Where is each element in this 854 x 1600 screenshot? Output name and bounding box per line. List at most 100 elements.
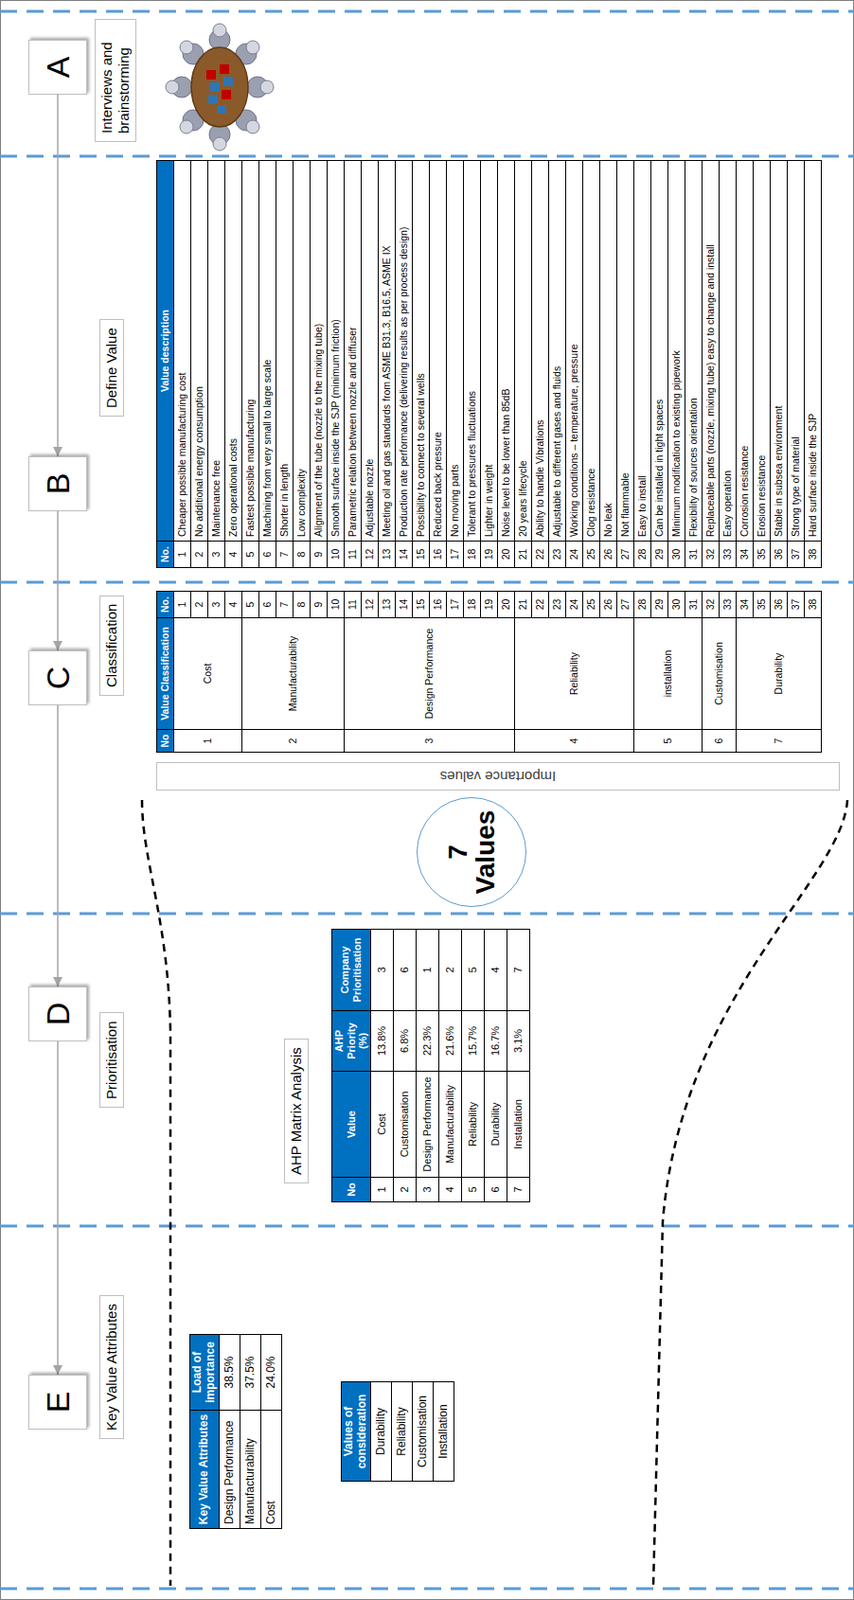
table-cell: 19: [480, 541, 499, 569]
table-cell: Meeting oil and gas standards from ASME …: [378, 160, 396, 542]
table-row: 26: [600, 591, 618, 753]
table-row: 19Lighter in weight: [480, 160, 499, 569]
method-label-box: AHP Matrix Analysis: [284, 1038, 309, 1184]
table-cell: 2: [191, 541, 209, 569]
table-cell: Possibility to connect to several wells: [412, 160, 430, 542]
table-cell: Customisation: [392, 1071, 416, 1178]
table-cell: 18: [463, 541, 481, 569]
table-cell: Noise level to be lower than 85dB: [498, 160, 516, 542]
table-row: 6: [259, 591, 277, 753]
table-cell: Flexibility of sources orientation: [685, 160, 703, 542]
data-table: Key Value AttributesLoad of importanceDe…: [189, 1334, 283, 1530]
table-cell: 1: [174, 541, 192, 569]
table-row: 11Parametric relation between nozzle and…: [344, 160, 362, 569]
table-row: 20: [498, 591, 516, 753]
table-cell: 10: [327, 541, 345, 569]
table-cell: 3: [344, 729, 516, 753]
table-row: Manufacturability37.5%: [239, 1334, 261, 1530]
table-row: 9: [310, 591, 328, 753]
stage-dividers: [0, 11, 854, 1589]
table-cell: 24: [566, 541, 584, 569]
table-cell: 7: [506, 1177, 530, 1203]
values-circle: 7 Values: [416, 797, 527, 908]
table-row: 38Hard surface inside the SJP: [804, 160, 822, 569]
stage-letter-box: D: [28, 986, 88, 1042]
table-cell: Cost: [370, 1071, 393, 1178]
table-cell: 3: [370, 929, 393, 1012]
table-row: 3Design Performance22.3%1: [415, 929, 439, 1203]
table-row: 7Shorter in length: [276, 160, 294, 569]
table-cell: 32: [702, 591, 720, 619]
table-cell: 17: [446, 591, 464, 619]
table-row: 29Can be installed in tight spaces: [651, 160, 669, 569]
table-cell: 20: [498, 541, 516, 569]
table-row: 18Tolerant to pressures fluctuations: [463, 160, 481, 569]
table-row: 5installation28: [634, 591, 652, 753]
table-cell: Minimum modification to existing pipewor…: [668, 160, 686, 542]
table-cell: 25: [583, 591, 601, 619]
table-cell: 3: [208, 541, 226, 569]
table-row: 28Easy to install: [634, 160, 652, 569]
table-cell: 7: [276, 591, 294, 619]
table-cell: Customisation: [702, 618, 737, 730]
table-row: 4Zero operational costs: [225, 160, 243, 569]
table-cell: 5: [634, 729, 703, 753]
table-cell: 22.3%: [415, 1011, 439, 1072]
table-row: 4Reliability21: [515, 591, 533, 753]
table-cell: Cost: [174, 618, 243, 730]
table-cell: 8: [293, 541, 311, 569]
table-cell: 14: [395, 541, 413, 569]
table-cell: Smooth surface inside the SJP (minimum f…: [327, 160, 345, 542]
table-row: 20Noise level to be lower than 85dB: [498, 160, 516, 569]
table-header: No.: [157, 541, 175, 569]
table-header: Load of importance: [190, 1334, 220, 1411]
flow-arrow: [56, 511, 59, 651]
table-row: 14Production rate performance (deliverin…: [395, 160, 413, 569]
table-cell: Easy operation: [719, 160, 737, 542]
table-cell: Clog resistance: [583, 160, 601, 542]
table-cell: 33: [719, 541, 737, 569]
table-cell: Customisation: [411, 1382, 433, 1482]
table-row: 5Fastest possible manufacturing: [242, 160, 260, 569]
table-row: 14: [395, 591, 413, 753]
table-cell: 5: [242, 541, 260, 569]
table-cell: Adjustable to different gases and fluids: [549, 160, 567, 542]
table-header: No: [157, 729, 175, 753]
table-row: 25: [583, 591, 601, 753]
table-cell: 1: [415, 929, 439, 1012]
table-cell: 22: [532, 541, 550, 569]
table-cell: 37: [787, 541, 805, 569]
table-cell: 23: [549, 541, 567, 569]
stage-label: Key Value Attributes: [103, 1303, 121, 1431]
table-cell: 7: [506, 929, 530, 1012]
table-cell: Low complexity: [293, 160, 311, 542]
table-cell: 36: [770, 541, 788, 569]
table-cell: 15: [412, 541, 430, 569]
table-cell: 3: [208, 591, 226, 619]
table-cell: 16: [429, 591, 447, 619]
table-cell: 33: [719, 591, 737, 619]
stage-letter-box: C: [28, 650, 88, 706]
table-cell: 22: [532, 591, 550, 619]
table-cell: 3: [415, 1177, 439, 1203]
table-row: 23Adjustable to different gases and flui…: [549, 160, 567, 569]
table-cell: 27: [617, 541, 635, 569]
table-row: 22Ability to handle Vibrations: [532, 160, 550, 569]
table-row: 4Manufacturability21.6%2: [438, 929, 462, 1203]
table-row: 13: [378, 591, 396, 753]
table-cell: 4: [438, 1177, 462, 1203]
table-cell: 2: [191, 591, 209, 619]
table-cell: Reliability: [515, 618, 635, 730]
table-cell: 13: [378, 541, 396, 569]
table-cell: 4: [515, 729, 635, 753]
data-table: Values of considerationDurabilityReliabi…: [340, 1381, 455, 1482]
table-cell: 14: [395, 591, 413, 619]
table-cell: Tolerant to pressures fluctuations: [463, 160, 481, 542]
table-cell: 26: [600, 591, 618, 619]
table-row: 25Clog resistance: [583, 160, 601, 569]
table-row: Installation: [432, 1382, 454, 1482]
table-row: 27Not flammable: [617, 160, 635, 569]
table-header: Company Prioritisation: [332, 929, 372, 1012]
table-cell: 23: [549, 591, 567, 619]
table-cell: 6: [702, 729, 737, 753]
